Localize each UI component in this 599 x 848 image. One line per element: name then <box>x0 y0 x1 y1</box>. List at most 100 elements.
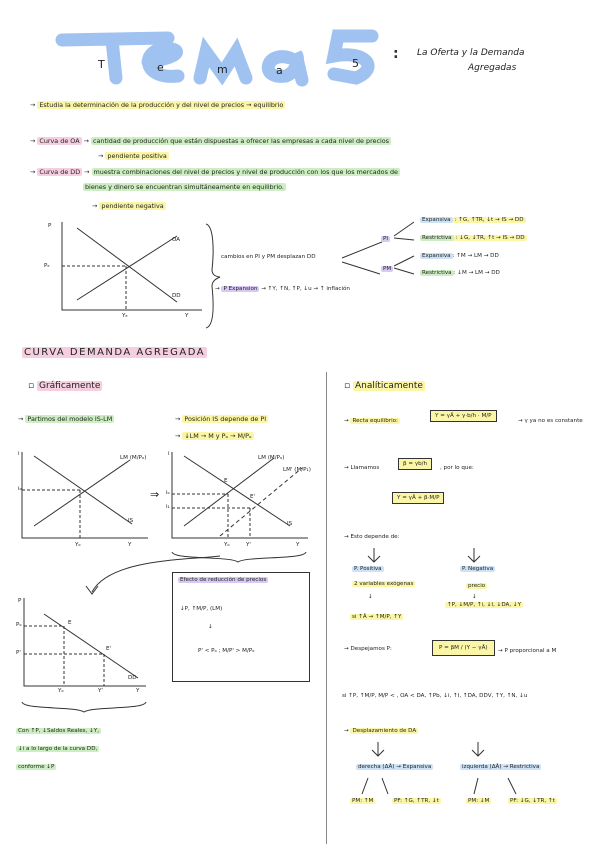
g4-e2: E' <box>106 646 112 652</box>
is-curve-2 <box>183 455 291 527</box>
recta-label: → Recta equilibrio: <box>344 418 400 424</box>
tema-number: 5 <box>352 57 359 70</box>
pm-1: PM: ↑M <box>350 798 376 804</box>
changes-arrows <box>341 241 383 275</box>
g2-y: Y <box>128 542 132 548</box>
beta-box: β = γb/h <box>398 458 433 470</box>
expansion-effect: → P Expansion → ↑Y, ↑N, ↑P, ↓u → ↑ infla… <box>215 286 350 292</box>
g1-p-label: P <box>48 223 52 229</box>
eq-box: Y = γĀ + γ·b/h · M/P <box>430 410 497 422</box>
g4-e: E <box>68 620 72 626</box>
neg-arrow: ↓ <box>472 594 477 600</box>
effect-1: ↓P, ↑M/P, (LM) <box>180 606 223 612</box>
g3-y1: Y' <box>246 542 251 548</box>
neg-precio: precio <box>466 583 488 589</box>
g1-oa-label: OA <box>172 237 181 243</box>
pos-text: 2 variables exógenas <box>352 581 416 587</box>
g3-io: iₒ <box>166 490 170 496</box>
effect-title: Efecto de reducción de precios <box>178 577 269 583</box>
curve-arrow <box>85 555 221 595</box>
g4-dd: DD <box>128 675 137 681</box>
desp-sub-arrows <box>361 777 517 795</box>
tema-letter-a: a <box>276 64 283 77</box>
g4-y1: Y' <box>98 688 103 694</box>
pi-label: PI <box>381 236 391 242</box>
pos1: → Posición IS depende de PI <box>175 415 269 423</box>
g3-y: Y <box>296 542 300 548</box>
pm-expansiva: Expansiva: ↑M → LM → DD <box>420 253 499 259</box>
eq2-box: Y = γĀ + β·M/P <box>392 492 445 504</box>
lm-shifted-curve <box>219 467 303 537</box>
pos2: → ↓LM → M y Pₒ → M/Pₒ <box>175 432 254 440</box>
g2-lm: LM (M/Pₒ) <box>120 455 147 461</box>
g4-p: P <box>18 598 22 604</box>
g2-yo: Yₒ <box>75 542 81 548</box>
partimos: → Partimos del modelo IS-LM <box>18 415 115 423</box>
title-brush <box>55 29 379 87</box>
column-divider <box>326 372 327 844</box>
islm-graph-1 <box>21 452 148 539</box>
g3-lm2: LM' (M/P₁) <box>283 467 311 473</box>
oa-definition: → Curva de OA → cantidad de producción q… <box>30 137 392 145</box>
oa-slope: → pendiente positiva <box>98 152 169 160</box>
dd-slope: → pendiente negativa <box>92 202 166 210</box>
g4-y: Y <box>136 688 140 694</box>
changes-main: cambios en PI y PM desplazan DD <box>221 254 316 260</box>
conclusion-2: ↓i a lo largo de la curva DD, <box>16 746 100 752</box>
pi-pm-arrows <box>393 221 415 275</box>
pi-expansiva: Expansiva: ↑G, ↑TR, ↓t → IS → DD <box>420 217 526 223</box>
lm-curve-2 <box>183 457 275 527</box>
llamamos: → Llamamos <box>344 465 380 471</box>
left-head: ▫ Gráficamente <box>28 381 103 391</box>
neg-effect: ↑P, ↓M/P, ↑i, ↓I, ↓DA, ↓Y <box>445 602 524 608</box>
g3-lm: LM (M/Pₒ) <box>258 455 285 461</box>
g4-po: Pₒ <box>16 622 22 628</box>
g3-is: IS <box>287 521 293 527</box>
tema-letter-m: m <box>217 63 228 76</box>
g1-pe-label: Pₑ <box>44 263 50 269</box>
pi-restrictiva: Restrictiva: ↓G, ↓TR, ↑t → IS → DD <box>420 235 527 241</box>
islm-graph-2 <box>171 452 308 539</box>
dd-curve-2 <box>43 613 139 679</box>
effect-2: P' < Pₒ ; M/P' > M/Pₒ <box>198 648 255 654</box>
tema-letter-t: T <box>98 58 105 71</box>
lm-curve <box>33 459 131 527</box>
tema-letter-e: e <box>157 61 164 74</box>
brace-under <box>171 551 307 563</box>
section-title: CURVA DEMANDA AGREGADA <box>22 347 208 358</box>
g1-dd-label: DD <box>172 293 181 299</box>
dd-curve <box>76 227 178 303</box>
depende-arrows <box>367 548 481 563</box>
pos-label: P. Positiva <box>352 566 384 572</box>
is-curve <box>33 455 133 525</box>
g3-yo: Yₒ <box>224 542 230 548</box>
g4-brace <box>21 701 147 713</box>
depende: → Esto depende de: <box>344 534 400 540</box>
pm-restrictiva: Restrictiva: ↓M → LM → DD <box>420 270 500 276</box>
title-colon: : <box>393 46 399 62</box>
g3-e: E <box>224 478 228 484</box>
neg-label: P. Negativa <box>460 566 496 572</box>
pm-2: PM: ↓M <box>466 798 492 804</box>
g4-yo: Yₒ <box>58 688 64 694</box>
dd-graph <box>23 598 146 687</box>
eq3-note: → P proporcional a M <box>498 648 557 654</box>
si-line: si ↑P, ↑M/P, M/P < , OA < DA, ↑Pb, ↓i, ↑… <box>342 693 528 699</box>
pm-label: PM <box>381 266 394 272</box>
oa-dd-graph <box>61 222 202 311</box>
g1-y-label: Y <box>185 313 189 319</box>
pf-1: PF: ↑G, ↑TR, ↓t <box>392 798 441 804</box>
subtitle-line2: Agregadas <box>468 63 517 73</box>
eq-note: → γ ya no es constante <box>518 418 583 424</box>
brace <box>205 223 221 329</box>
pos-effect: si ↑Ā → ↑M/P, ↑Y <box>350 614 404 620</box>
intro-line1: → Estudia la determinación de la producc… <box>30 101 286 109</box>
dd-definition-2: bienes y dinero se encuentran simultánea… <box>83 183 286 191</box>
g3-i1: i₁ <box>166 504 170 510</box>
g2-i: i <box>18 451 20 457</box>
dd-definition: → Curva de DD → muestra combinaciones de… <box>30 168 400 176</box>
conclusion-1: Con ↑P, ↓Saldos Reales, ↓Y, <box>16 728 102 734</box>
g3-e2: E' <box>250 494 256 500</box>
effect-arrow: ↓ <box>208 624 213 630</box>
